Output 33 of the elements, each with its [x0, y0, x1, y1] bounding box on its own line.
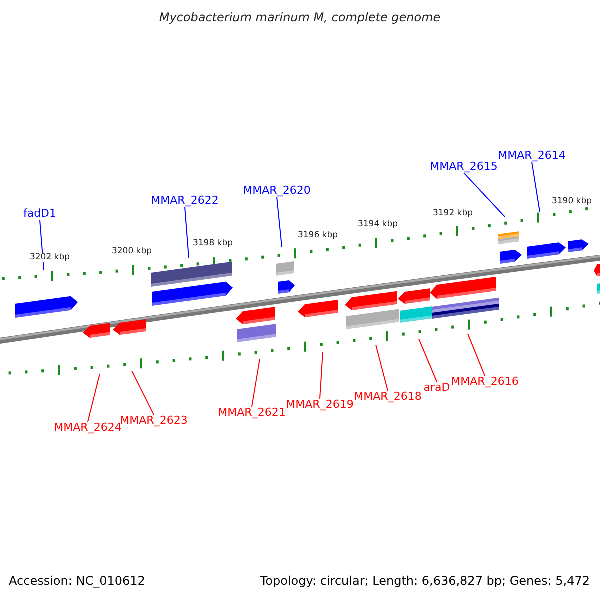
scale-label: 3192 kbp: [432, 209, 474, 219]
leader-line: [320, 352, 324, 400]
gene-label: MMAR_2621: [218, 406, 286, 419]
leader-line: [418, 338, 438, 382]
gene-label: fadD1: [23, 206, 57, 220]
leader-line: [132, 370, 154, 416]
footer-text: Accession: NC_010612: [9, 574, 146, 588]
scale-label: 3198 kbp: [192, 239, 234, 249]
scale-label: 3196 kbp: [298, 231, 338, 241]
scale-label: 3200 kbp: [112, 247, 152, 257]
leader-line: [184, 206, 190, 258]
gene-label: MMAR_2616: [451, 374, 519, 388]
gene-label: MMAR_2624: [54, 420, 122, 434]
gene-label: MMAR_2614: [498, 148, 566, 162]
leader-line: [88, 374, 100, 422]
footer-text: Topology: circular; Length: 6,636,827 bp; Genes: 5,472: [260, 574, 590, 588]
title: Mycobacterium marinum M, complete genome: [159, 11, 441, 25]
leader-line: [532, 162, 540, 212]
scale-label: 3190 kbp: [552, 197, 592, 207]
gene-label: MMAR_2618: [354, 390, 422, 403]
leader-line: [468, 334, 486, 376]
scale-label: 3202 kbp: [30, 253, 70, 263]
leader-line: [464, 172, 506, 218]
gene-label: MMAR_2619: [286, 398, 354, 411]
gene-label: MMAR_2620: [243, 184, 311, 197]
gene-label: MMAR_2615: [430, 160, 498, 173]
scale-label: 3194 kbp: [358, 220, 398, 230]
leader-line: [376, 344, 388, 392]
gene-label: MMAR_2622: [151, 194, 219, 207]
leader-line: [252, 358, 260, 408]
leader-line: [276, 196, 282, 248]
gene-label: MMAR_2623: [120, 414, 188, 427]
gene-label: araD: [424, 380, 450, 394]
